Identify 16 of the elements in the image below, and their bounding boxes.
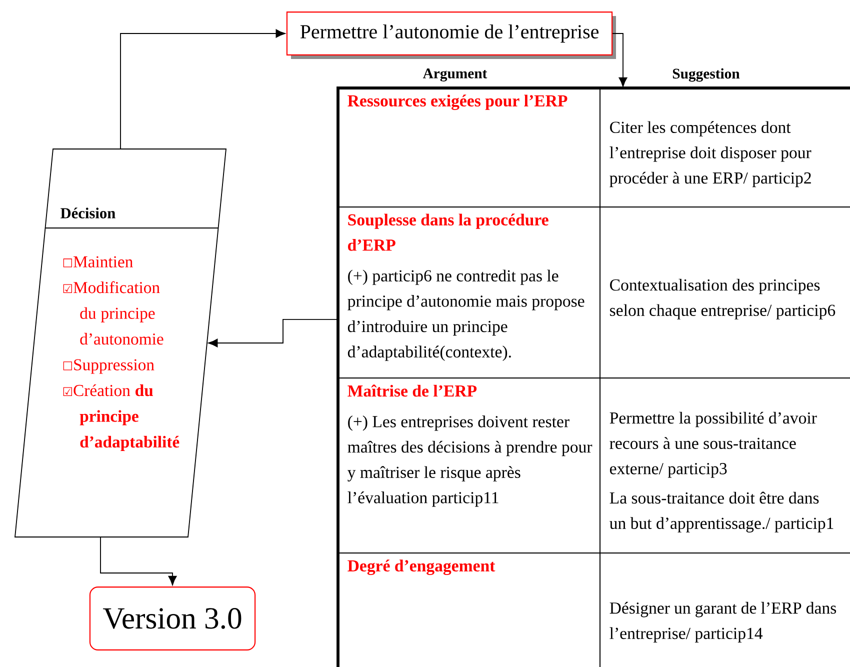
arrow	[120, 29, 286, 150]
arrow	[100, 536, 177, 586]
suggestion-cell: Désigner un garant de l’ERP dans l’entreprise/ particip14	[600, 552, 850, 667]
argument-cell: Degré d’engagement	[338, 552, 600, 667]
arrow	[208, 319, 338, 348]
process-box: Permettre l’autonomie de l’entreprise	[286, 12, 616, 59]
suggestion-cell: Contextualisation des principes selon chaque entreprise/ particip6	[600, 206, 850, 378]
argument-cell: Ressources exigées pour l’ERP	[338, 88, 600, 208]
suggestion-cell: Permettre la possibilité d’avoir recours à une sous-traitance externe/ particip3 La sous-traitance doit être dans un but d’apprentissage./ particip1	[600, 378, 850, 554]
argument-cell: Maîtrise de l’ERP (+) Les entreprises doivent rester maîtres des décisions à prendre pour y maîtriser le risque après l’évaluation particip11	[338, 378, 600, 554]
suggestion-cell: Citer les compétences dont l’entreprise doit disposer pour procéder à une ERP/ particip2	[600, 88, 850, 208]
version-box: Version 3.0	[89, 586, 256, 650]
column-header: Argument	[422, 68, 488, 82]
column-header: Suggestion	[672, 68, 740, 82]
arrow	[612, 33, 628, 87]
argument-cell: Souplesse dans la procédure d’ERP (+) particip6 ne contredit pas le principe d’autonomie mais propose d’introduire un principe d’adaptabilité(contexte).	[338, 206, 600, 378]
